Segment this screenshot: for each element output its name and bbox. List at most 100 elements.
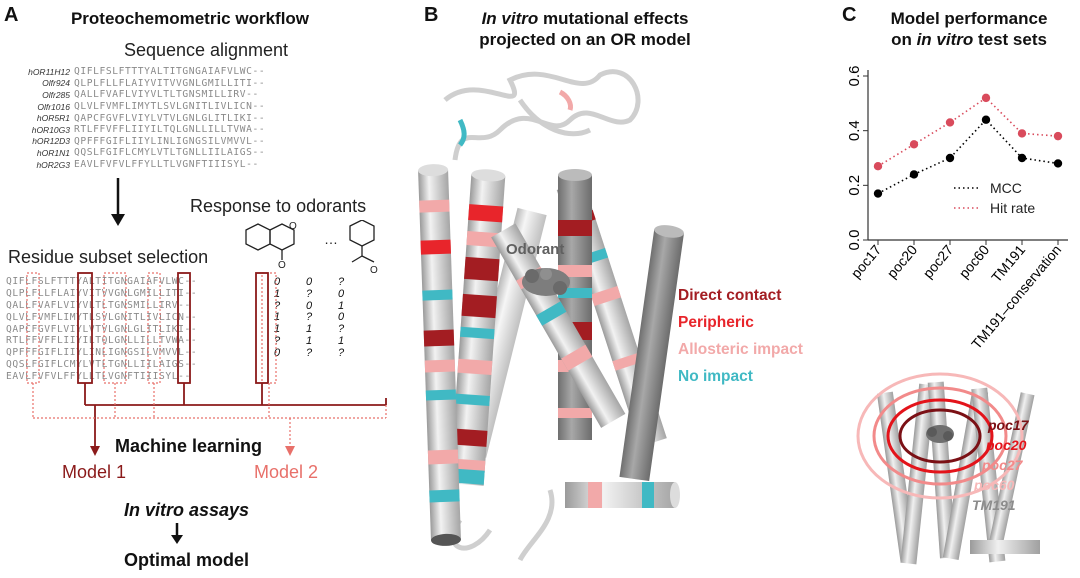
subset-row: EAVLFVFVLFFYLLTLVGNFTIIISYL-- xyxy=(6,370,370,382)
molecule-ellipsis: … xyxy=(324,231,338,247)
sequence-residues: EAVLFVFVLFFYLLTLVGNFTIIISYL-- xyxy=(74,159,259,171)
panel-b-title-rest: mutational effects xyxy=(538,9,689,28)
data-point xyxy=(945,153,955,163)
data-point xyxy=(981,93,991,103)
sequence-residues: EAVLFVFVLFFYLLTLVGNFTIIISYL-- xyxy=(6,370,191,382)
loop-no-impact-segment xyxy=(457,118,467,147)
panel-c-letter: C xyxy=(842,4,857,26)
panel-c-title-pre: on xyxy=(891,30,917,49)
ring-poc27 xyxy=(872,386,1008,486)
data-point xyxy=(1053,131,1063,141)
response-value: 1 xyxy=(338,299,345,312)
response-value: 1 xyxy=(274,311,281,324)
subset-row: RTLFFVFFLIIYILTQLGNLLILLTVWA-- ? 1 1 xyxy=(6,335,370,347)
sequence-residues: QIFLFSLFTTTYALTITGNGAIAFVLWC-- xyxy=(74,66,266,78)
x-tick-label: poc27 xyxy=(920,241,957,281)
response-value: 1 xyxy=(306,323,313,336)
selection-diagram xyxy=(26,272,387,456)
alignment-row: hOR2G3 EAVLFVFVLFFYLLTLVGNFTIIISYL-- xyxy=(6,159,265,171)
sequence-name: Olfr1016 xyxy=(37,101,70,112)
sequence-residues: QAPCFGVFLVIYLVTVLGNLGLITLIKI-- xyxy=(74,112,266,124)
helix-middle xyxy=(449,169,506,486)
model2-label: Model 2 xyxy=(254,462,319,482)
subset-row: QLPLFLLFLAIYVITVVGNLGMILLITI-- 1 ? 0 xyxy=(6,288,370,300)
sequence-name: Olfr285 xyxy=(42,89,70,100)
sequence-residues: RTLFFVFFLIIYILTQLGNLLILLTVWA-- xyxy=(74,124,266,136)
model2-connector xyxy=(32,383,387,448)
subset-title: Residue subset selection xyxy=(8,247,209,267)
sequence-residues: QALLFVAFLVIYVLTLTGNSMILLIRV-- xyxy=(6,299,191,311)
panel-b-letter: B xyxy=(424,4,439,26)
panel-c-title: Model performance on in vitro test sets xyxy=(862,8,1076,50)
panel-c-title-italic: in vitro xyxy=(916,30,974,49)
ring-label-poc20: poc20 xyxy=(985,437,1027,453)
helix-gray xyxy=(619,225,684,482)
odorant-label: Odorant xyxy=(506,241,564,258)
legend-direct-contact: Direct contact xyxy=(678,287,782,304)
data-point xyxy=(909,170,919,179)
response-title: Response to odorants xyxy=(190,196,367,216)
sequence-residues: RTLFFVFFLIIYILTQLGNLLILLTVWA-- xyxy=(6,335,198,347)
alignment-row: hOR12D3 QPFFFGIFLIIYLINLIGNGSILVMVVL-- xyxy=(6,136,265,148)
legend-peripheric: Peripheric xyxy=(678,314,754,331)
data-point xyxy=(873,162,883,171)
in-vitro-assays-label: In vitro assays xyxy=(124,500,250,520)
panel-b-title-line2: projected on an OR model xyxy=(479,30,691,49)
response-value: 0 xyxy=(338,311,345,324)
response-value: 0 xyxy=(306,275,313,288)
sequence-name: Olfr924 xyxy=(42,78,70,89)
sequence-name: hOR11H12 xyxy=(28,66,70,77)
sequence-name: hOR12D3 xyxy=(32,136,70,147)
response-value: 1 xyxy=(338,334,345,347)
odorant-molecule-icon xyxy=(522,268,570,296)
ring-poc60 xyxy=(856,372,1024,500)
ring-label-poc27: poc27 xyxy=(981,457,1024,473)
ring-label-tm191: TM191 xyxy=(972,497,1016,513)
sequence-residues: QQSLFGIFLCMYLVTLTGNLLIILAIGS-- xyxy=(6,358,198,370)
data-point xyxy=(981,115,991,124)
y-tick-label: 0.0 xyxy=(846,230,863,251)
sequence-residues: QIFLFSLFTTTYALTITGNGAIAFVLWC-- xyxy=(6,276,198,288)
model2-arrow-icon xyxy=(285,446,295,456)
response-value: ? xyxy=(274,334,281,347)
response-value: 1 xyxy=(306,334,313,347)
sequence-residues: QLPLFLLFLAIYVITVVGNLGMILLITI-- xyxy=(6,288,198,300)
sequence-residues: QPFFFGIFLIIYLINLIGNGSILVMVVL-- xyxy=(74,135,266,147)
assay-arrow-icon xyxy=(171,523,183,544)
sequence-residues: QLVLFVMFLIMYTLSVLGNITLIVLICN-- xyxy=(74,101,266,113)
mini-odorant-icon xyxy=(926,425,954,443)
panel-c-title-line1: Model performance xyxy=(890,9,1048,28)
panel-b-title: In vitro mutational effects projected on… xyxy=(440,8,730,50)
model1-connector xyxy=(84,383,387,448)
down-arrow-icon xyxy=(111,178,125,226)
panel-a-letter: A xyxy=(4,4,19,26)
data-point xyxy=(1017,153,1027,163)
model1-selection-boxes xyxy=(77,272,269,384)
response-value: ? xyxy=(274,299,281,312)
sequence-alignment: hOR11H12 QIFLFSLFTTTYALTITGNGAIAFVLWC-- … xyxy=(6,66,265,170)
alignment-row: hOR1N1 QQSLFGIFLCMYLVTLTGNLLIILAIGS-- xyxy=(6,147,265,159)
model1-arrow-icon xyxy=(90,446,100,456)
panel-a-title: Proteochemometric workflow xyxy=(70,9,310,28)
alignment-row: Olfr1016 QLVLFVMFLIMYTLSVLGNITLIVLICN-- xyxy=(6,101,265,113)
response-value: 1 xyxy=(274,323,281,336)
response-value: ? xyxy=(338,323,345,336)
legend-no-impact: No impact xyxy=(678,368,753,385)
subset-row: QPFFFGIFLIIYLINLIGNGSILVMVVL-- 0 ? ? xyxy=(6,347,370,359)
acetophenone-molecule-icon: O xyxy=(349,220,378,276)
sequence-residues: QLVLFVMFLIMYTLSVLGNITLIVLICN-- xyxy=(6,311,198,323)
optimal-model-label: Optimal model xyxy=(124,550,250,570)
subset-row: QALLFVAFLVIYVLTLTGNSMILLIRV-- ? 0 1 xyxy=(6,300,370,312)
ring-poc20 xyxy=(886,398,994,474)
sequence-name: hOR2G3 xyxy=(36,159,70,170)
chromanone-molecule-icon: O O xyxy=(245,221,297,271)
x-tick-label: poc20 xyxy=(884,241,921,281)
legend-allosteric-impact: Allosteric impact xyxy=(678,341,803,358)
sequence-residues: QPFFFGIFLIIYLINLIGNGSILVMVVL-- xyxy=(6,347,198,359)
sequence-name: hOR1N1 xyxy=(36,147,70,158)
loop-allosteric-segment xyxy=(558,89,573,111)
legend-label: MCC xyxy=(990,180,1022,196)
sequence-name: hOR10G3 xyxy=(31,124,70,135)
